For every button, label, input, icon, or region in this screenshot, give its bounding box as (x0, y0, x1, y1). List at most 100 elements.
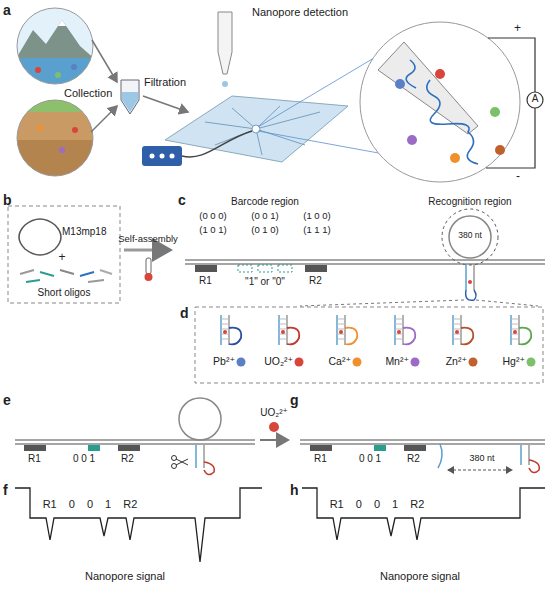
chip (205, 122, 256, 129)
nanopore (407, 135, 417, 145)
recognition-hairpin (300, 300, 464, 306)
thermometer (145, 258, 153, 281)
component-label: Short oligos (38, 287, 91, 299)
ion-ball (469, 358, 478, 367)
barcode-code: (1 0 1) (199, 225, 226, 236)
hairpin (221, 324, 229, 325)
dnazyme-e (195, 445, 197, 468)
lake-sample (35, 67, 41, 73)
origami-g (300, 443, 545, 445)
thermometer (146, 258, 151, 274)
short-oligos (40, 272, 54, 276)
recognition-hairpin (476, 300, 538, 306)
ion-label: Zn²⁺ (446, 355, 467, 367)
soil-sample (72, 127, 78, 133)
amplifier-device (142, 146, 182, 166)
soil-sample (14, 98, 98, 180)
barcode-e (24, 445, 46, 451)
amplifier-device (150, 154, 155, 159)
dnazyme-e (172, 456, 177, 461)
signal-trace (15, 488, 262, 562)
bit-label: 0 0 1 (73, 453, 95, 465)
dnazyme-e (172, 456, 189, 469)
ion-ball (353, 358, 362, 367)
hairpin (279, 319, 287, 320)
ammeter-symbol: A (532, 93, 539, 105)
step-label: Filtration (144, 76, 186, 89)
lake-sample (14, 20, 98, 90)
hairpin (513, 330, 517, 334)
reference-label: R2 (121, 453, 134, 465)
signal-peak-labels: R1 0 0 1 R2 (43, 498, 138, 511)
flow-arrows (92, 40, 117, 82)
hairpin (397, 330, 401, 334)
chip (232, 108, 256, 129)
signal-trace (302, 488, 545, 540)
hairpin (281, 330, 285, 334)
cleaved-parts (528, 445, 530, 465)
amplifier-device (170, 154, 175, 159)
nanopore (406, 60, 416, 88)
region-label: Recognition region (428, 196, 511, 208)
origami-g (300, 439, 545, 441)
panel-letter: c (178, 192, 186, 208)
pipette (222, 81, 228, 87)
nanopore (378, 42, 505, 164)
hairpin (345, 328, 357, 345)
chip (165, 96, 348, 162)
short-oligos (20, 270, 112, 282)
hairpin (337, 319, 345, 320)
flow-arrows (91, 106, 117, 132)
dna-origami (442, 209, 498, 265)
amplifier-device (142, 131, 252, 166)
hairpin (221, 319, 229, 320)
hairpin (221, 339, 229, 340)
hairpin (395, 329, 403, 330)
hairpin (455, 330, 459, 334)
step-label: Collection (64, 87, 112, 100)
cleaved-parts (438, 444, 442, 468)
cleaved-parts (529, 460, 539, 473)
uranyl-ion (269, 422, 279, 432)
circuit (486, 38, 543, 168)
hairpin (453, 339, 461, 340)
reference-label: R1 (199, 275, 212, 287)
barcode-blocks (305, 265, 327, 272)
short-oligos (26, 280, 40, 282)
barcode-code: (1 0 0) (303, 211, 330, 222)
dnazyme-e (172, 464, 177, 469)
hairpin (229, 328, 241, 345)
cleaved-parts (448, 470, 512, 471)
region-label: Barcode region (231, 196, 299, 208)
axis-label: Nanopore signal (85, 570, 165, 583)
hairpin (511, 329, 519, 330)
reference-label: R2 (407, 453, 420, 465)
assembly-arrow (124, 249, 170, 252)
electrode-sign: - (516, 170, 520, 184)
soil-sample (59, 147, 65, 153)
lake-sample (14, 20, 98, 62)
ion-ball (295, 358, 304, 367)
ion-label: UO₂²⁺ (260, 407, 288, 419)
hairpin (279, 329, 287, 330)
chip (256, 129, 305, 145)
reference-label: R1 (28, 453, 41, 465)
short-oligos (60, 270, 74, 274)
hairpin (395, 324, 403, 325)
hairpin (279, 339, 287, 340)
hairpin (453, 319, 461, 320)
hairpin (337, 329, 345, 330)
hairpin (287, 328, 299, 345)
lake-sample (55, 72, 61, 78)
reaction-arrow (260, 439, 288, 441)
length-label: 380 nt (458, 231, 482, 241)
chip (165, 96, 348, 162)
panel-letter: h (290, 482, 299, 498)
chip (256, 112, 320, 129)
recognition-hairpin (300, 264, 538, 306)
panel-letter: d (180, 305, 189, 321)
origami-e (179, 398, 221, 440)
sample-tube (122, 92, 138, 112)
barcode-g (310, 445, 332, 451)
